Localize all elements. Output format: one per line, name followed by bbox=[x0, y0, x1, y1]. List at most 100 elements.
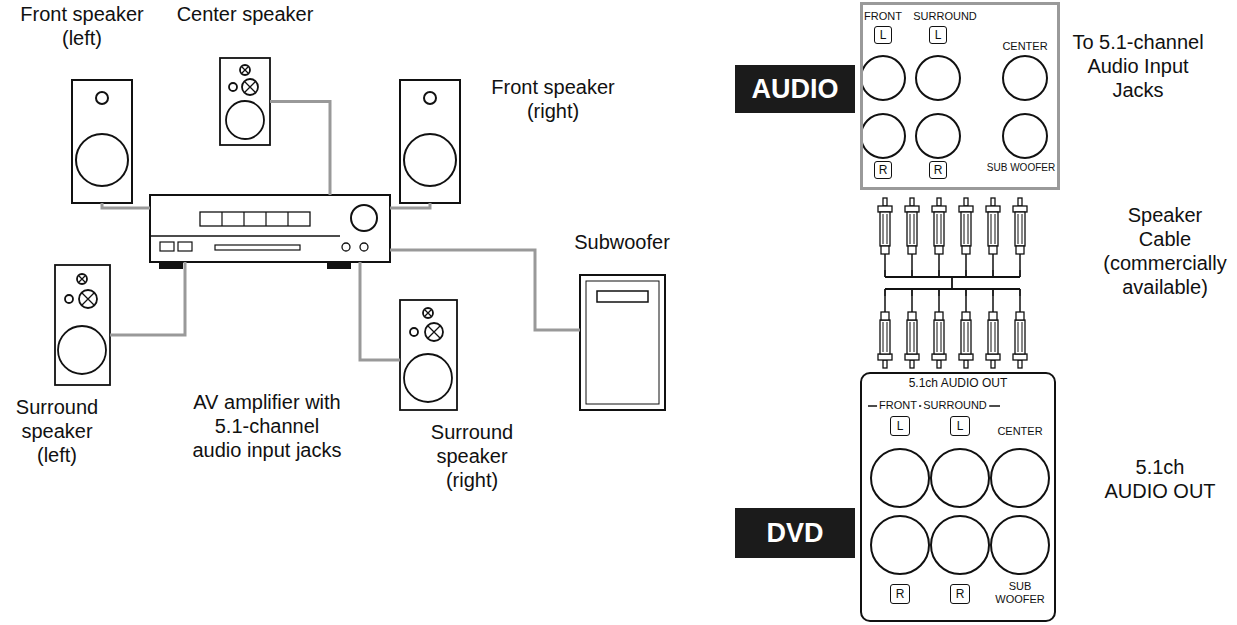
speaker-cabinet bbox=[220, 58, 270, 145]
label-text: CENTER bbox=[1002, 40, 1047, 53]
amp-display bbox=[200, 212, 310, 226]
label-text: FRONT bbox=[864, 10, 902, 23]
midrange bbox=[79, 290, 97, 308]
label-text: Speaker Cable (commercially available) bbox=[1100, 203, 1230, 299]
label-text: Front speaker (right) bbox=[478, 75, 628, 123]
amp-volume-knob bbox=[351, 205, 377, 231]
device-tag: DVD bbox=[735, 508, 855, 558]
speaker-cabinet bbox=[55, 265, 110, 385]
label-text: SURROUND bbox=[921, 399, 989, 412]
speaker-wire bbox=[270, 102, 330, 196]
channel-tag: R bbox=[874, 161, 892, 179]
label-text: L bbox=[957, 420, 964, 432]
label-text: R bbox=[956, 588, 965, 600]
amp-display-segments bbox=[222, 212, 288, 226]
rca-jack bbox=[931, 449, 989, 507]
woofer bbox=[226, 101, 264, 139]
channel-tag: L bbox=[874, 26, 892, 44]
center-speaker bbox=[220, 58, 270, 145]
label-text: AUDIO bbox=[752, 73, 839, 105]
front-speaker-left bbox=[72, 80, 132, 203]
amp-button bbox=[160, 242, 174, 251]
woofer bbox=[404, 134, 456, 186]
label-text: R bbox=[879, 164, 888, 176]
speaker-wire bbox=[390, 203, 430, 208]
wire-line bbox=[390, 203, 430, 208]
label-text: Subwoofer bbox=[574, 230, 670, 254]
cable-harness bbox=[885, 270, 1020, 296]
wire-line bbox=[102, 203, 150, 208]
label-text: Surround speaker (left) bbox=[7, 395, 107, 467]
midrange bbox=[242, 79, 258, 95]
subwoofer-outer bbox=[580, 275, 665, 410]
rca-jack bbox=[991, 516, 1049, 574]
tweeter bbox=[423, 308, 433, 318]
av-amplifier bbox=[150, 195, 390, 268]
rca-jack bbox=[931, 516, 989, 574]
subwoofer-inner bbox=[586, 281, 659, 404]
audio-input-jacks bbox=[861, 56, 1047, 158]
tweeter-cross bbox=[242, 67, 249, 74]
av-amplifier: AV amplifier with 5.1-channel audio inpu… bbox=[150, 195, 390, 262]
rca-plug bbox=[1013, 296, 1027, 368]
label-text: DVD bbox=[766, 517, 823, 549]
speaker-cabinet bbox=[400, 300, 457, 410]
channel-tag: L bbox=[890, 416, 910, 436]
label-text: 5.1ch AUDIO OUT bbox=[1103, 455, 1217, 503]
amp-divider bbox=[150, 235, 340, 236]
surround-speaker-right bbox=[400, 300, 457, 410]
midrange-cross bbox=[245, 82, 256, 93]
tweeter-cross bbox=[425, 310, 432, 317]
dvd-output-jacks bbox=[868, 406, 1049, 574]
wire-line bbox=[270, 102, 330, 196]
speaker-wire bbox=[102, 203, 150, 208]
rca-plug bbox=[959, 296, 973, 368]
label-text: R bbox=[896, 588, 905, 600]
label-text: Surround speaker (right) bbox=[422, 420, 522, 492]
label-text: SUB WOOFER bbox=[987, 162, 1055, 174]
amp-slot bbox=[215, 245, 300, 250]
surround-speaker-left bbox=[55, 265, 110, 385]
front-speaker-right bbox=[400, 80, 460, 203]
woofer bbox=[404, 354, 452, 402]
rca-jack bbox=[916, 56, 960, 100]
rca-jack bbox=[1003, 114, 1047, 158]
label-text: To 5.1-channel Audio Input Jacks bbox=[1068, 30, 1208, 102]
wire-line bbox=[360, 262, 400, 360]
woofer bbox=[76, 134, 128, 186]
dvd-output-panel: 5.1ch AUDIO OUTFRONTSURROUNDCENTERSUB WO… bbox=[860, 372, 1056, 622]
tweeter bbox=[424, 92, 436, 104]
subwoofer: Subwoofer bbox=[580, 275, 665, 410]
label-text: L bbox=[897, 420, 904, 432]
device-tag: AUDIO bbox=[735, 65, 855, 113]
rca-jack bbox=[861, 114, 905, 158]
label-text: FRONT bbox=[877, 399, 919, 412]
rca-plug bbox=[905, 296, 919, 368]
rca-plug bbox=[1013, 198, 1027, 270]
center-speaker: Center speaker bbox=[220, 58, 270, 145]
rca-plug bbox=[932, 296, 946, 368]
rca-plug bbox=[905, 198, 919, 270]
label-text: Front speaker (left) bbox=[12, 2, 152, 50]
woofer bbox=[58, 326, 106, 374]
speaker-cabinet bbox=[400, 80, 460, 203]
speaker-wire bbox=[110, 262, 185, 335]
channel-tag: L bbox=[950, 416, 970, 436]
label-text: R bbox=[934, 164, 943, 176]
label-text: SURROUND bbox=[913, 10, 977, 23]
port bbox=[229, 83, 237, 91]
tweeter bbox=[77, 274, 87, 284]
amp-body bbox=[150, 195, 390, 262]
tweeter-cross bbox=[79, 276, 86, 283]
amp-jack bbox=[342, 243, 350, 251]
front-speaker: Front speaker (right) bbox=[400, 80, 460, 203]
rca-jack bbox=[871, 449, 929, 507]
channel-tag: L bbox=[929, 26, 947, 44]
midrange bbox=[425, 323, 443, 341]
audio-input-panel: FRONT SURROUND CENTER SUB WOOFER L L R R bbox=[860, 2, 1060, 190]
channel-tag: R bbox=[890, 584, 910, 604]
rca-plug bbox=[986, 296, 1000, 368]
rca-jack bbox=[1003, 56, 1047, 100]
rca-jack bbox=[991, 449, 1049, 507]
